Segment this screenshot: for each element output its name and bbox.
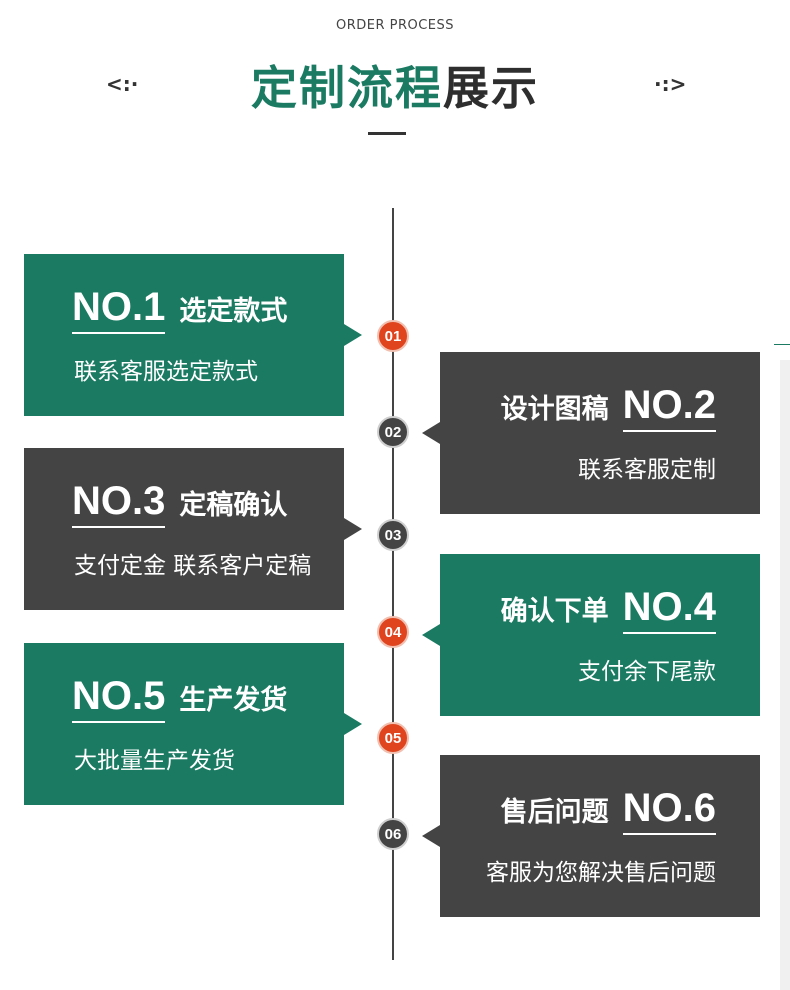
timeline-dot-01: 01 [377, 320, 409, 352]
step-card-6: 售后问题 NO.6 客服为您解决售后问题 [422, 755, 760, 917]
step-name: 生产发货 [179, 685, 288, 716]
timeline-line [392, 208, 394, 960]
header-eyebrow: ORDER PROCESS [335, 18, 455, 33]
step-description: 联系客服定制 [578, 457, 716, 483]
page-title: 定制流程展示 [0, 52, 790, 118]
step-card-5: NO.5 生产发货 大批量生产发货 [24, 643, 362, 805]
step-number: NO.5 [72, 673, 166, 723]
step-name: 定稿确认 [179, 490, 288, 521]
step-description: 支付余下尾款 [578, 659, 716, 685]
edge-strip [780, 360, 790, 990]
step-number: NO.6 [622, 785, 716, 835]
step-card-2: 设计图稿 NO.2 联系客服定制 [422, 352, 760, 514]
timeline-dot-05: 05 [377, 722, 409, 754]
step-name: 确认下单 [500, 596, 609, 627]
step-heading: NO.3 定稿确认 [72, 478, 287, 528]
step-number: NO.2 [622, 382, 716, 432]
step-card-1: NO.1 选定款式 联系客服选定款式 [24, 254, 362, 416]
timeline-dot-02: 02 [377, 416, 409, 448]
step-heading: NO.5 生产发货 [72, 673, 287, 723]
timeline-dot-06: 06 [377, 818, 409, 850]
step-card-3: NO.3 定稿确认 支付定金 联系客户定稿 [24, 448, 362, 610]
step-description: 大批量生产发货 [74, 748, 235, 774]
step-card-4: 确认下单 NO.4 支付余下尾款 [422, 554, 760, 716]
step-heading: 售后问题 NO.6 [501, 785, 716, 835]
step-heading: 设计图稿 NO.2 [501, 382, 716, 432]
step-name: 设计图稿 [500, 394, 609, 425]
step-heading: 确认下单 NO.4 [501, 584, 716, 634]
right-arrow-decoration: ·:> [654, 72, 687, 96]
step-name: 选定款式 [179, 296, 288, 327]
step-name: 售后问题 [500, 797, 609, 828]
title-underline [368, 132, 406, 135]
title-dark-part: 展示 [443, 61, 539, 115]
step-description: 支付定金 联系客户定稿 [74, 553, 312, 579]
left-arrow-decoration: <:· [106, 72, 139, 96]
timeline-dot-04: 04 [377, 616, 409, 648]
step-heading: NO.1 选定款式 [72, 284, 287, 334]
timeline-dot-03: 03 [377, 519, 409, 551]
step-number: NO.1 [72, 284, 166, 334]
step-description: 联系客服选定款式 [74, 359, 258, 385]
step-number: NO.3 [72, 478, 166, 528]
title-green-part: 定制流程 [251, 61, 443, 115]
step-description: 客服为您解决售后问题 [486, 860, 716, 886]
step-number: NO.4 [622, 584, 716, 634]
edge-accent [774, 344, 790, 345]
